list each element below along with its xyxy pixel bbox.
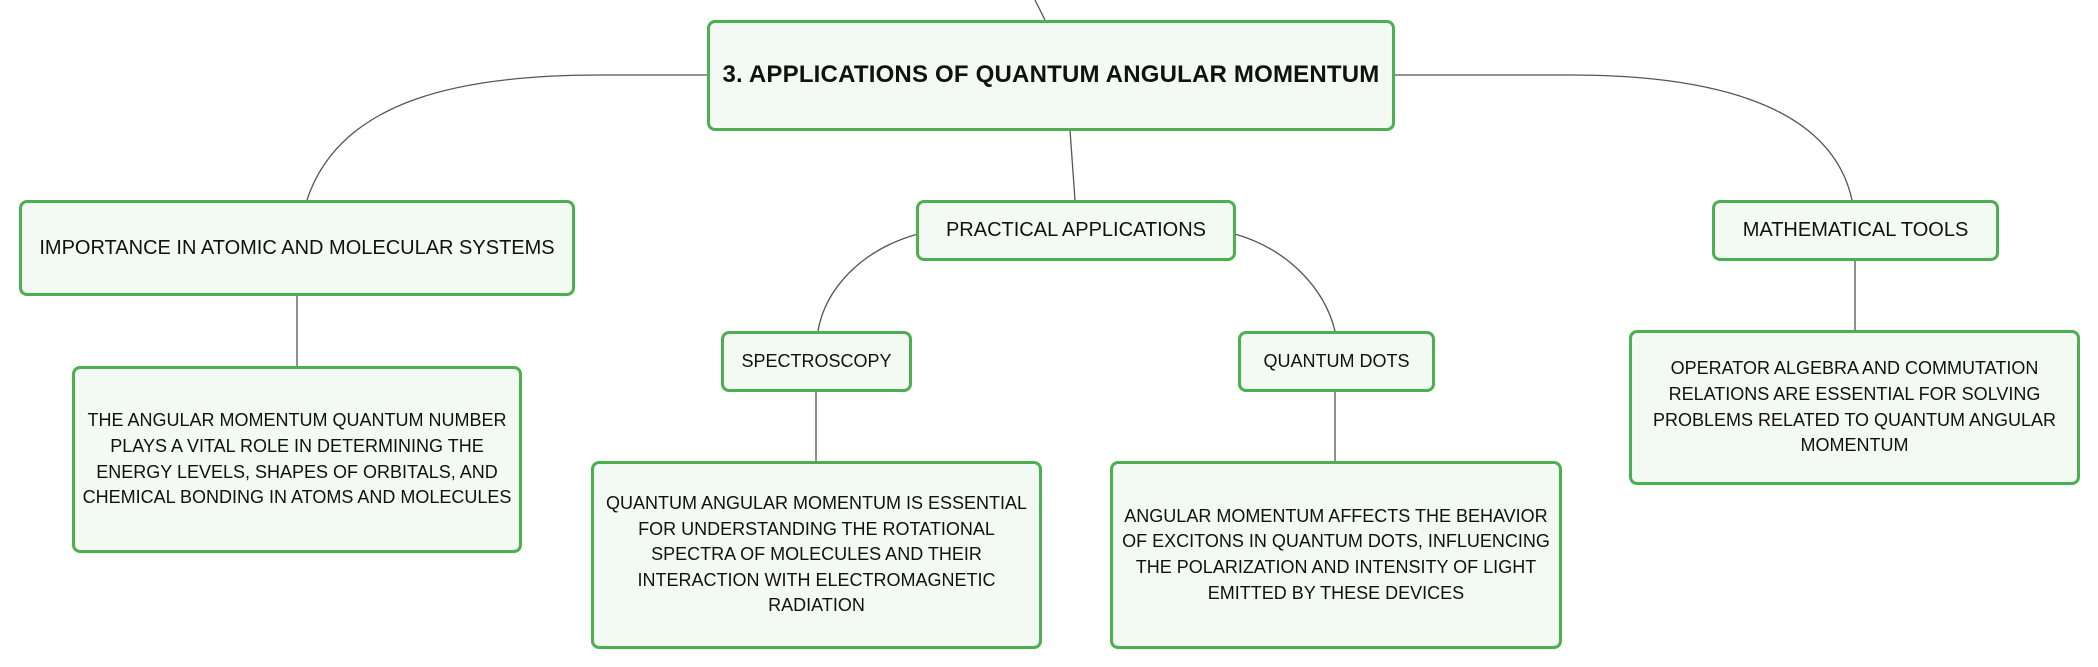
connector-parent-to-root [1034, 0, 1046, 21]
atomic-systems-detail-node[interactable]: THE ANGULAR MOMENTUM QUANTUM NUMBER PLAY… [72, 366, 522, 553]
root-topic-label: 3. APPLICATIONS OF QUANTUM ANGULAR MOMEN… [722, 61, 1380, 89]
connector-root-to-atomic [306, 74, 707, 201]
atomic-systems-node[interactable]: IMPORTANCE IN ATOMIC AND MOLECULAR SYSTE… [19, 200, 575, 296]
connector-root-to-practical [1069, 129, 1076, 201]
spectroscopy-label: SPECTROSCOPY [741, 350, 892, 371]
mathematical-tools-node[interactable]: MATHEMATICAL TOOLS [1712, 200, 1999, 261]
quantum-dots-label: QUANTUM DOTS [1263, 350, 1410, 371]
quantum-dots-detail-text: ANGULAR MOMENTUM AFFECTS THE BEHAVIOR OF… [1122, 505, 1550, 603]
spectroscopy-node[interactable]: SPECTROSCOPY [721, 331, 912, 392]
spectroscopy-detail-node[interactable]: QUANTUM ANGULAR MOMENTUM IS ESSENTIAL FO… [591, 461, 1042, 649]
mathematical-tools-detail-text: OPERATOR ALGEBRA AND COMMUTATION RELATIO… [1652, 358, 2057, 456]
quantum-dots-detail-node[interactable]: ANGULAR MOMENTUM AFFECTS THE BEHAVIOR OF… [1110, 461, 1562, 649]
connector-practical-to-quantum-dots [1234, 233, 1336, 332]
practical-applications-node[interactable]: PRACTICAL APPLICATIONS [916, 200, 1236, 261]
root-topic-node[interactable]: 3. APPLICATIONS OF QUANTUM ANGULAR MOMEN… [707, 20, 1395, 131]
spectroscopy-detail-text: QUANTUM ANGULAR MOMENTUM IS ESSENTIAL FO… [605, 493, 1028, 616]
mathematical-tools-label: MATHEMATICAL TOOLS [1742, 219, 1969, 242]
connector-practical-to-spectroscopy [817, 233, 919, 332]
atomic-systems-label: IMPORTANCE IN ATOMIC AND MOLECULAR SYSTE… [39, 236, 555, 259]
atomic-systems-detail-text: THE ANGULAR MOMENTUM QUANTUM NUMBER PLAY… [82, 410, 512, 508]
practical-applications-label: PRACTICAL APPLICATIONS [945, 219, 1207, 242]
connector-root-to-math [1392, 74, 1853, 201]
mathematical-tools-detail-node[interactable]: OPERATOR ALGEBRA AND COMMUTATION RELATIO… [1629, 330, 2080, 485]
quantum-dots-node[interactable]: QUANTUM DOTS [1238, 331, 1435, 392]
